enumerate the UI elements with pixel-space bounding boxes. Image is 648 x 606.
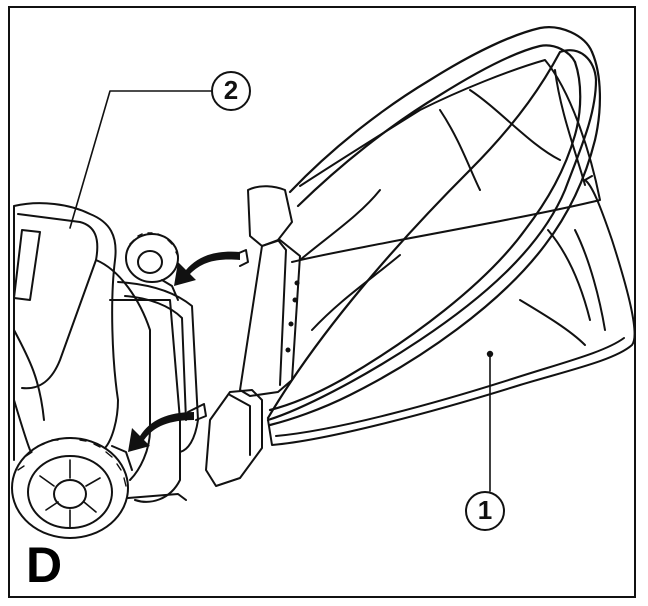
figure-label: D [26,537,63,593]
bag-mounting-plate [187,185,301,487]
rear-wheel-upper [125,233,179,283]
bag-fold-1 [469,89,561,161]
front-wheel-hub [53,479,87,509]
plate-dot-4 [285,347,291,353]
bag-fold-4 [299,189,381,261]
bag-frame-side-outer [268,50,601,427]
bag-frame [266,26,601,427]
leader-lines [69,90,494,492]
leader-line-2 [69,90,212,229]
mower-rear-edge [13,399,31,451]
mower-lower-bracket [111,445,133,471]
figure-frame [8,6,636,598]
mower-side-line [13,329,45,421]
front-wheel-tread [17,437,127,487]
wheel-axle-upper [161,279,179,301]
lower-hook [187,403,207,421]
plate-dot-2 [292,297,298,303]
mower-chute [117,281,199,453]
grass-bag [267,59,636,446]
attach-arrows [128,251,240,452]
rear-wheel-upper-hub [137,250,163,274]
bag-fold-3 [554,69,586,186]
leader-dot-1 [486,350,494,358]
mower-deck [13,202,119,461]
plate-upper-clip [247,185,293,247]
bag-outline [267,175,636,446]
plate-dot-3 [288,321,294,327]
mower-foot [127,493,187,501]
front-wheel-spokes [39,459,101,529]
mower-body-rear [109,299,181,503]
bag-frame-outer [266,49,598,422]
mower-chute-inner [124,295,187,421]
arrow-upper [174,251,240,286]
plate-dot-1 [294,280,300,286]
bag-fold-6 [547,229,591,321]
plate-body-edge [277,239,287,386]
arrow-lower [128,412,194,452]
bag-fold-2 [439,109,481,191]
callout-2: 2 [211,71,251,111]
plate-lower-clip-edge [229,394,251,456]
plate-lower-clip [205,389,263,487]
bag-frame-top-inner [296,44,577,208]
rear-wheel-upper-tread [129,232,179,257]
callout-1: 1 [465,491,505,531]
brand-panel [13,229,41,301]
bag-fold-7 [519,299,586,346]
plate-body [239,239,301,397]
bag-outline-inner [275,337,625,437]
lawn-mower [11,202,199,539]
mower-side [95,259,151,481]
bag-frame-side-inner [268,60,582,412]
bag-frame-top-outer [288,26,594,194]
bag-opening [291,59,601,263]
bag-fold-8 [311,254,401,331]
bag-fold-5 [574,229,606,331]
